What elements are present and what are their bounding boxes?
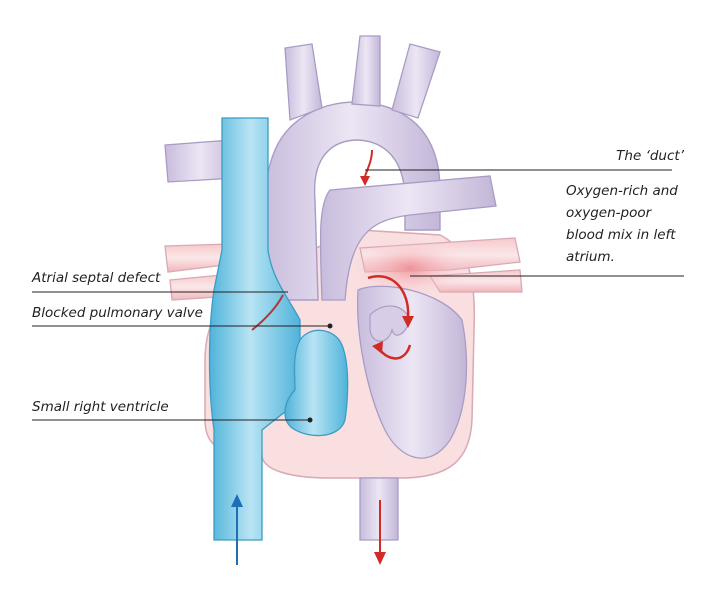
- inflow-arrowhead: [231, 494, 243, 507]
- mitral-valve: [369, 305, 411, 342]
- label-mix-line-3: blood mix in left: [566, 227, 676, 243]
- aortic-branch-1: [284, 43, 323, 121]
- label-pulmonary: Blocked pulmonary valve: [32, 305, 203, 321]
- pulmonary-artery: [319, 175, 497, 301]
- label-ventricle: Small right ventricle: [32, 399, 169, 415]
- label-asd: Atrial septal defect: [32, 270, 161, 286]
- right-ventricle: [284, 329, 349, 437]
- atrial-flow-arrow: [367, 275, 410, 319]
- duct-flow-arrowhead: [360, 176, 370, 186]
- atrial-flow-arrowhead: [402, 316, 414, 328]
- asd-flow-arrow: [251, 294, 284, 331]
- label-mix: Oxygen-rich and oxygen-poor blood mix in…: [566, 180, 706, 268]
- ventricle-flow-arrowhead: [372, 341, 383, 354]
- ventricle-flow-arrow: [379, 344, 412, 360]
- label-mix-line-2: oxygen-poor: [566, 205, 652, 221]
- outflow-arrowhead: [374, 552, 386, 565]
- label-mix-line-4: atrium.: [566, 249, 615, 265]
- leader-pulmonary-dot: [327, 323, 333, 329]
- leader-ventricle-dot: [307, 417, 313, 423]
- aortic-branch-3: [391, 43, 441, 119]
- left-atrium-glow: [350, 238, 470, 298]
- label-duct: The ‘duct’: [616, 148, 684, 164]
- duct-flow-arrow: [364, 149, 373, 177]
- aortic-branch-2: [351, 35, 381, 107]
- label-mix-line-1: Oxygen-rich and: [566, 183, 678, 199]
